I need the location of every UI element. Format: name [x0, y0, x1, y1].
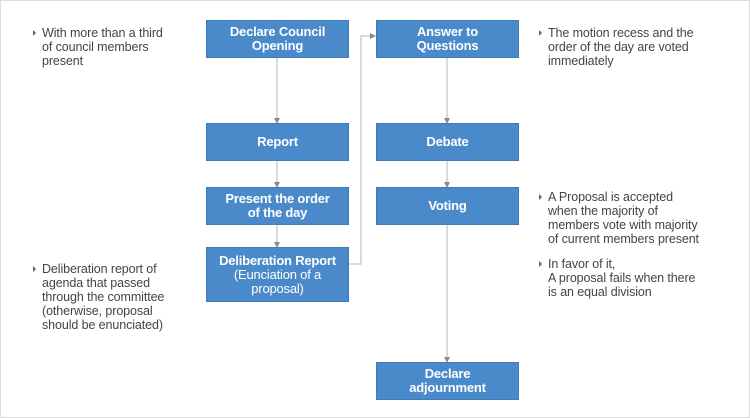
note-line: order of the day are voted — [548, 40, 689, 54]
node-answer-to-questions: Answer to Questions — [376, 20, 519, 58]
node-label: Report — [257, 134, 298, 149]
note-proposal-fails: In favor of it, A proposal fails when th… — [548, 257, 743, 299]
node-label-line: (Eunciation of a — [233, 266, 322, 282]
note-motion-recess: The motion recess and the order of the d… — [548, 26, 743, 68]
connector-deliberation-to-answer — [349, 33, 376, 265]
node-label-line: Declare Council — [229, 24, 326, 39]
note-proposal-accepted: A Proposal is accepted when the majority… — [548, 190, 743, 246]
bullet-icon — [539, 194, 542, 200]
node-declare-council-opening: Declare Council Opening — [206, 20, 349, 58]
bullet-icon — [539, 30, 542, 36]
node-label-line: adjournment — [409, 380, 486, 395]
node-label-line: proposal) — [251, 280, 304, 296]
note-line: agenda that passed — [42, 276, 151, 290]
node-label: Voting — [428, 198, 467, 213]
note-line: is an equal division — [548, 285, 652, 299]
node-label-line: Answer to — [416, 24, 479, 39]
node-label-line: Present the order — [225, 191, 330, 206]
note-line: In favor of it, — [548, 257, 616, 271]
node-label-line: of the day — [247, 205, 308, 220]
node-declare-adjournment: Declare adjournment — [376, 362, 519, 400]
node-deliberation-report: Deliberation Report (Eunciation of a pro… — [206, 247, 349, 302]
note-line: members vote with majority — [548, 218, 698, 232]
node-label-line: Deliberation Report — [219, 252, 336, 268]
note-line: of current members present — [548, 232, 699, 246]
bullet-icon — [33, 30, 36, 36]
node-label-line: Declare — [424, 366, 471, 381]
note-line: immediately — [548, 54, 614, 68]
note-deliberation: Deliberation report of agenda that passe… — [42, 262, 204, 332]
note-line: of council members — [42, 40, 149, 54]
note-line: With more than a third — [42, 26, 163, 40]
note-line: when the majority of — [548, 204, 658, 218]
node-label: Debate — [426, 134, 469, 149]
node-label-line: Questions — [416, 38, 479, 53]
node-report: Report — [206, 123, 349, 161]
note-line: (otherwise, proposal — [42, 304, 153, 318]
note-line: Deliberation report of — [42, 262, 157, 276]
node-debate: Debate — [376, 123, 519, 161]
node-voting: Voting — [376, 187, 519, 225]
bullet-icon — [539, 261, 542, 267]
note-line: through the committee — [42, 290, 165, 304]
bullet-icon — [33, 266, 36, 272]
note-line: A proposal fails when there — [548, 271, 696, 285]
note-line: should be enunciated) — [42, 318, 163, 332]
node-label-line: Opening — [251, 38, 304, 53]
note-line: present — [42, 54, 83, 68]
note-line: The motion recess and the — [548, 26, 694, 40]
node-present-order-of-day: Present the order of the day — [206, 187, 349, 225]
note-opening-quorum: With more than a third of council member… — [42, 26, 202, 68]
note-line: A Proposal is accepted — [548, 190, 673, 204]
